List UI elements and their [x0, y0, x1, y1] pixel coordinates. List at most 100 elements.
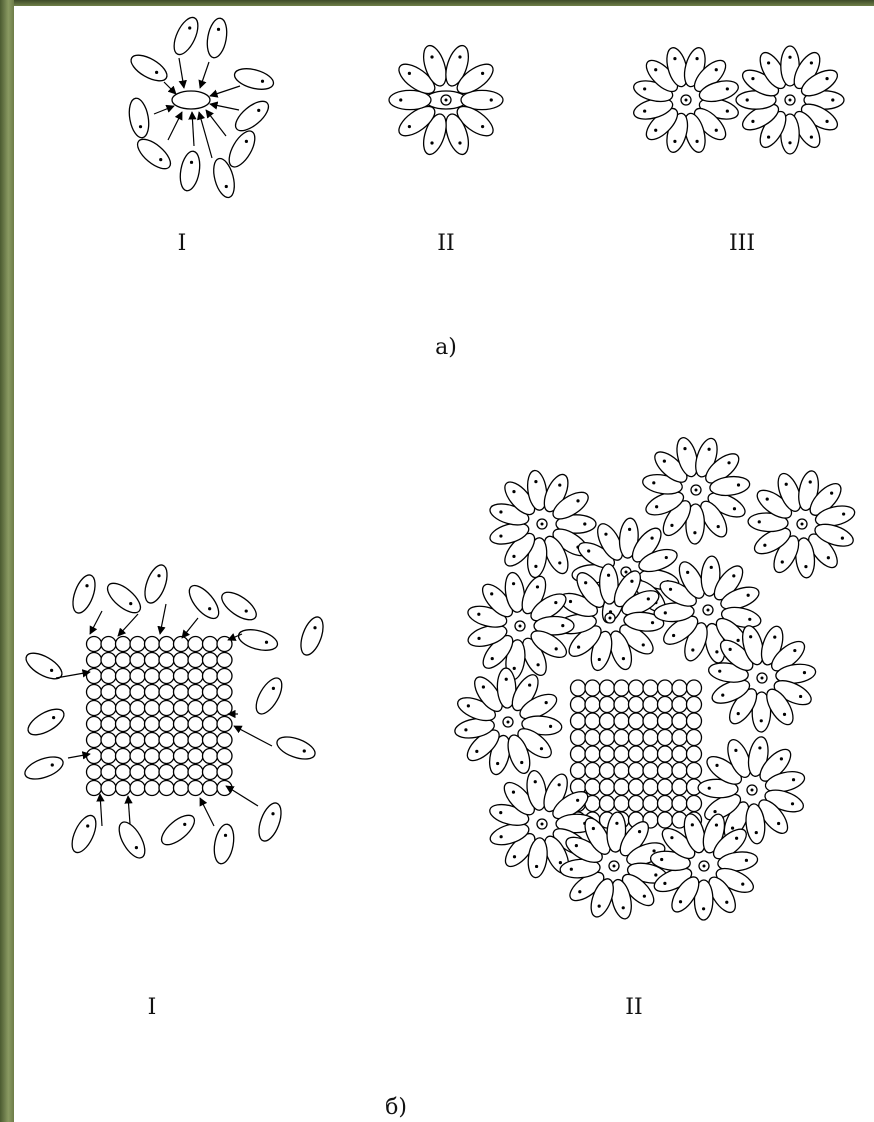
- aggregate-particle: [687, 697, 702, 713]
- aggregate-particle: [203, 733, 218, 748]
- molecule-dot: [655, 505, 658, 508]
- micelle-core-dot: [695, 489, 698, 492]
- molecule-dot: [51, 763, 54, 766]
- molecule-dot: [534, 565, 537, 568]
- molecule-dot: [643, 87, 646, 90]
- molecule-dot: [545, 701, 548, 704]
- molecule-dot: [841, 537, 844, 540]
- aggregate-particle: [614, 713, 629, 729]
- molecule-dot: [793, 649, 796, 652]
- molecule-dot: [683, 447, 686, 450]
- aggregate-particle: [600, 713, 615, 729]
- molecule-dot: [670, 524, 673, 527]
- aggregate-particle: [145, 685, 160, 700]
- molecule-dot: [785, 483, 788, 486]
- molecule-dot: [715, 764, 718, 767]
- molecule-dot: [245, 609, 248, 612]
- arrow: [210, 104, 239, 110]
- aggregate-particle: [217, 685, 232, 700]
- molecule-dot: [732, 574, 735, 577]
- aggregate-particle: [145, 701, 160, 716]
- aggregate-particle: [159, 685, 174, 700]
- aggregate-particle: [585, 779, 600, 795]
- aggregate-particle: [159, 733, 174, 748]
- aggregate-particle: [585, 713, 600, 729]
- molecule: [236, 626, 279, 654]
- molecule-dot: [654, 68, 657, 71]
- aggregate-particle: [585, 763, 600, 779]
- aggregate-particle: [672, 779, 687, 795]
- molecule-dot: [496, 762, 499, 765]
- arrow: [128, 796, 130, 824]
- molecule-dot: [540, 747, 543, 750]
- molecule-dot: [726, 109, 729, 112]
- aggregate-particle: [174, 733, 189, 748]
- molecule-dot: [763, 544, 766, 547]
- aggregate-particle: [600, 796, 615, 812]
- molecule-dot: [490, 592, 493, 595]
- molecule-dot: [481, 72, 484, 75]
- molecule-dot: [710, 566, 713, 569]
- micelle-core-dot: [445, 99, 448, 102]
- molecule-dot: [558, 483, 561, 486]
- molecule-dot: [751, 77, 754, 80]
- molecule-dot: [715, 823, 718, 826]
- molecule-dot: [663, 882, 666, 885]
- aggregate-particle: [174, 701, 189, 716]
- molecule-dot: [651, 621, 654, 624]
- aggregate-particle: [130, 669, 145, 684]
- arrow: [200, 62, 209, 88]
- micelle-core-dot: [613, 865, 616, 868]
- aggregate-particle: [130, 685, 145, 700]
- molecule-dot: [638, 830, 641, 833]
- aggregate-particle: [203, 701, 218, 716]
- aggregate-particle: [145, 781, 160, 796]
- aggregate-particle: [174, 765, 189, 780]
- aggregate-particle: [571, 697, 586, 713]
- aggregate-particle: [571, 730, 586, 746]
- molecule-dot: [727, 461, 730, 464]
- aggregate-particle: [188, 685, 203, 700]
- aggregate-particle: [101, 717, 116, 732]
- aggregate-particle: [130, 749, 145, 764]
- aggregate-particle: [145, 669, 160, 684]
- aggregate-particle: [658, 812, 673, 828]
- molecule-dot: [520, 761, 523, 764]
- aggregate-particle: [614, 730, 629, 746]
- molecule-dot: [799, 695, 802, 698]
- molecule-dot: [157, 574, 160, 577]
- molecule-dot: [737, 483, 740, 486]
- molecule-dot: [464, 728, 467, 731]
- part-b-label: б): [385, 1095, 407, 1120]
- aggregate-particle: [159, 765, 174, 780]
- molecule-dot: [673, 140, 676, 143]
- molecule-dot: [534, 480, 537, 483]
- aggregate-particle: [87, 701, 102, 716]
- arrow: [164, 82, 176, 94]
- molecule-dot: [622, 657, 625, 660]
- molecule-dot: [491, 657, 494, 660]
- aggregate-particle: [188, 653, 203, 668]
- aggregate-particle: [585, 697, 600, 713]
- aggregate-particle: [101, 653, 116, 668]
- arrow: [192, 112, 194, 146]
- molecule-dot: [481, 125, 484, 128]
- molecule: [184, 581, 224, 623]
- aggregate-particle: [101, 733, 116, 748]
- molecule-dot: [791, 802, 794, 805]
- aggregate-particle: [145, 765, 160, 780]
- aggregate-particle: [101, 765, 116, 780]
- micelle-core-dot: [703, 865, 706, 868]
- aggregate-particle: [571, 680, 586, 696]
- molecule-dot: [513, 855, 516, 858]
- molecule-dot: [630, 580, 633, 583]
- aggregate-particle: [217, 701, 232, 716]
- aggregate-particle: [116, 749, 131, 764]
- molecule-dot: [660, 858, 663, 861]
- molecule-dot: [780, 757, 783, 760]
- arrow: [206, 110, 226, 136]
- aggregate-particle: [658, 713, 673, 729]
- molecule-dot: [583, 522, 586, 525]
- micelle-core-dot: [761, 677, 764, 680]
- molecule-dot: [715, 68, 718, 71]
